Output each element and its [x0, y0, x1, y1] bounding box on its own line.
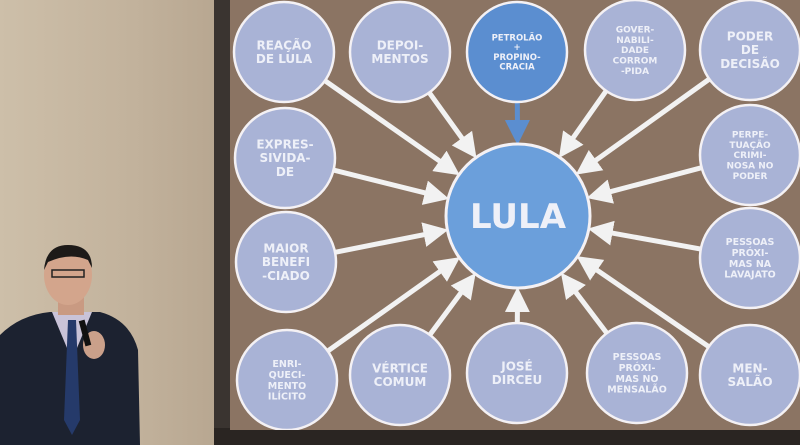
- node-label-line: MENTO: [268, 381, 306, 392]
- center-circle: [444, 142, 592, 290]
- node-label-line: NABILI-: [616, 36, 654, 46]
- arrow-vertice: [427, 273, 476, 337]
- node-label-line: DEPOI-: [377, 38, 424, 52]
- node-circle: [232, 0, 336, 104]
- node-expressividade: EXPRES-SIVIDA-DE: [233, 106, 337, 210]
- node-label-line: MAIOR: [263, 241, 308, 255]
- node-label-line: REAÇÃO: [256, 37, 311, 52]
- microphone-icon: [78, 319, 92, 347]
- node-label-line: CRIMI-: [734, 151, 767, 161]
- node-label-line: PRÓXI-: [619, 362, 656, 374]
- node-label-line: DE: [741, 43, 759, 57]
- node-circle: [698, 103, 800, 207]
- node-label-line: CRACIA: [499, 63, 535, 73]
- node-circle: [233, 106, 337, 210]
- presenter-hair: [44, 245, 92, 270]
- node-label-line: EXPRES-: [256, 137, 313, 151]
- node-circle: [465, 0, 569, 104]
- node-label-line: PERPE-: [732, 130, 768, 140]
- node-label-line: TUAÇÃO: [729, 140, 771, 151]
- node-label-line: MAS NA: [729, 259, 772, 270]
- arrow-reacao: [323, 78, 460, 176]
- node-label-line: SALÃO: [727, 374, 772, 389]
- node-petrolao: PETROLÃO+PROPINO-CRACIA: [465, 0, 569, 104]
- node-label-line: MENTOS: [371, 52, 428, 66]
- node-label-line: NOSA NO: [727, 162, 774, 172]
- node-label-line: MEN-: [732, 361, 767, 375]
- node-circle: [348, 323, 452, 427]
- glasses-icon: [51, 269, 85, 278]
- node-label-line: DADE: [621, 46, 649, 56]
- node-label-line: MAS NO: [616, 374, 659, 385]
- node-circle: [583, 0, 687, 102]
- arrow-governabilidade: [558, 89, 609, 158]
- node-label-line: PROPINO-: [493, 53, 541, 63]
- node-label-line: JOSÉ: [500, 358, 533, 373]
- node-label-line: CORROM: [613, 57, 658, 67]
- arrow-mensalao-pessoas: [560, 272, 609, 335]
- stage-floor: [214, 428, 800, 445]
- node-circle: [348, 0, 452, 104]
- node-mensalao: MEN-SALÃO: [698, 323, 800, 427]
- presenter: [0, 245, 140, 445]
- node-label-line: MENSALÃO: [607, 385, 667, 396]
- arrow-poder: [575, 77, 711, 175]
- node-label-line: COMUM: [374, 375, 427, 389]
- node-label-line: -CIADO: [262, 269, 310, 283]
- node-label-line: ILÍCITO: [268, 391, 306, 403]
- node-circle: [698, 323, 800, 427]
- node-circle: [698, 0, 800, 102]
- node-label-line: DIRCEU: [492, 373, 542, 387]
- node-label-line: BENEFI: [262, 255, 310, 269]
- node-label-line: QUECI-: [269, 370, 306, 381]
- node-label-line: DE LULA: [256, 52, 313, 66]
- node-circle: [234, 210, 338, 314]
- arrow-enriquecimento: [326, 257, 461, 354]
- node-label-line: GOVER-: [616, 25, 655, 35]
- node-label-line: VÉRTICE: [372, 360, 428, 375]
- node-label-line: PRÓXI-: [732, 247, 769, 259]
- node-label-line: +: [513, 43, 520, 53]
- arrow-perpetuacao: [586, 165, 703, 204]
- node-label-line: LULA: [470, 197, 567, 237]
- node-label-line: PETROLÃO: [492, 32, 543, 43]
- node-label-line: -PIDA: [621, 67, 649, 77]
- node-label-line: ENRI-: [272, 359, 301, 370]
- node-label-line: PESSOAS: [726, 237, 775, 248]
- node-label-line: DE: [276, 165, 294, 179]
- arrow-depoimentos: [427, 91, 477, 159]
- arrow-expressividade: [332, 167, 450, 205]
- arrow-lavajato: [587, 220, 702, 252]
- arrow-maior: [334, 222, 449, 255]
- node-label-line: PODER: [733, 172, 768, 182]
- node-depoimentos: DEPOI-MENTOS: [348, 0, 452, 104]
- node-circle: [698, 206, 800, 310]
- arrow-mensalao: [576, 256, 711, 349]
- node-label-line: DECISÃO: [720, 56, 780, 71]
- node-label-line: LAVAJATO: [724, 270, 776, 281]
- node-circle: [585, 321, 689, 425]
- node-label-line: PESSOAS: [613, 352, 662, 363]
- center-node-lula: LULA: [444, 142, 592, 290]
- presenter-head: [44, 245, 92, 305]
- screen-frame: [214, 0, 232, 445]
- node-circle: [465, 321, 569, 425]
- presenter-tie: [64, 320, 80, 435]
- node-label-line: PODER: [727, 29, 773, 43]
- node-label-line: SIVIDA-: [259, 151, 310, 165]
- node-circle: [235, 328, 339, 430]
